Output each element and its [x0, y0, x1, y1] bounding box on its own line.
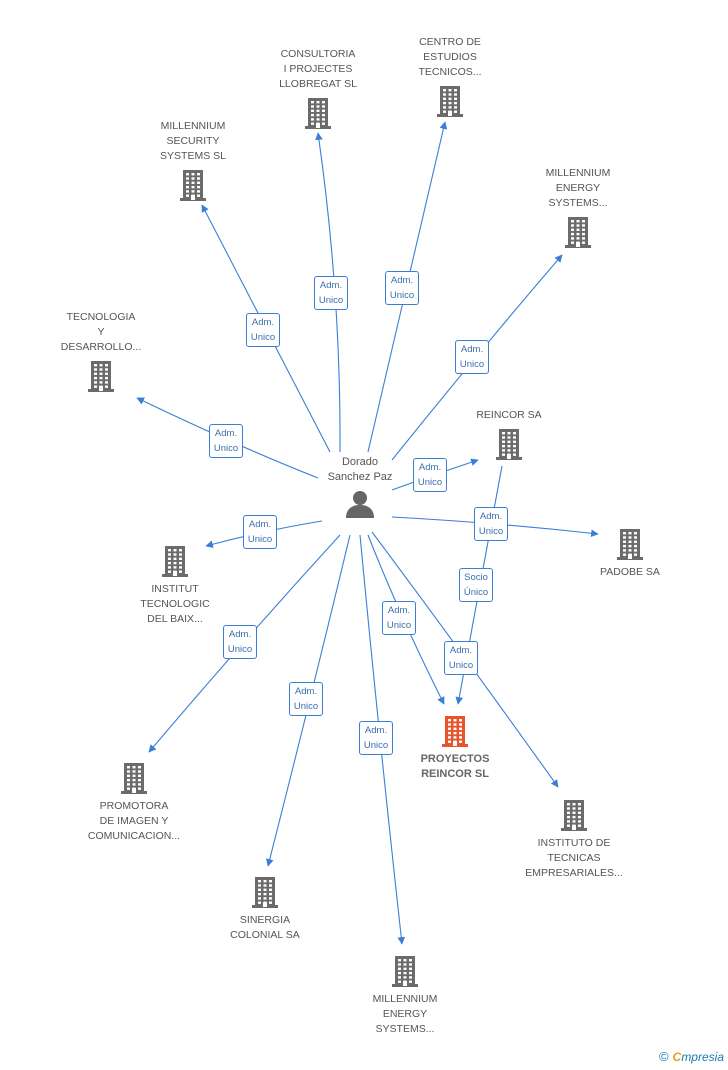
building-icon — [617, 529, 643, 560]
relation-label-proyectos[interactable]: Adm. Unico — [382, 601, 416, 635]
company-name: MILLENNIUM SECURITY SYSTEMS SL — [160, 120, 226, 162]
building-icon — [561, 800, 587, 831]
company-node-millennium-security[interactable]: MILLENNIUM SECURITY SYSTEMS SL — [128, 119, 258, 202]
company-node-sinergia[interactable]: SINERGIA COLONIAL SA — [200, 875, 330, 943]
copyright-icon: © — [659, 1049, 669, 1064]
relation-label-millennium-security[interactable]: Adm. Unico — [246, 313, 280, 347]
company-node-tecnologia[interactable]: TECNOLOGIA Y DESARROLLO... — [36, 310, 166, 393]
center-person-node[interactable]: Dorado Sanchez Paz — [300, 455, 420, 519]
relation-label-sinergia[interactable]: Adm. Unico — [289, 682, 323, 716]
company-name: SINERGIA COLONIAL SA — [230, 914, 300, 941]
relation-label-institut[interactable]: Adm. Unico — [243, 515, 277, 549]
company-name: INSTITUTO DE TECNICAS EMPRESARIALES... — [525, 837, 623, 879]
building-icon — [252, 877, 278, 908]
company-name: INSTITUT TECNOLOGIC DEL BAIX... — [140, 583, 210, 625]
company-node-consultoria[interactable]: CONSULTORIA I PROJECTES LLOBREGAT SL — [253, 47, 383, 130]
company-node-proyectos[interactable]: PROYECTOS REINCOR SL — [390, 714, 520, 782]
company-name: CENTRO DE ESTUDIOS TECNICOS... — [418, 36, 482, 78]
company-name: CONSULTORIA I PROJECTES LLOBREGAT SL — [279, 48, 357, 90]
company-name: PROMOTORA DE IMAGEN Y COMUNICACION... — [87, 800, 181, 842]
person-name: Dorado Sanchez Paz — [327, 456, 393, 483]
company-name: MILLENNIUM ENERGY SYSTEMS... — [372, 993, 438, 1035]
relation-label-promotora[interactable]: Adm. Unico — [223, 625, 257, 659]
relation-label-tecnologia[interactable]: Adm. Unico — [209, 424, 243, 458]
company-name: TECNOLOGIA Y DESARROLLO... — [60, 311, 142, 353]
company-node-institut[interactable]: INSTITUT TECNOLOGIC DEL BAIX... — [110, 544, 240, 627]
relation-label-millennium-energy-2[interactable]: Adm. Unico — [359, 721, 393, 755]
company-name: PROYECTOS REINCOR SL — [420, 753, 490, 780]
building-icon — [305, 98, 331, 129]
company-node-reincor[interactable]: REINCOR SA — [444, 408, 574, 461]
company-node-millennium-energy-1[interactable]: MILLENNIUM ENERGY SYSTEMS... — [513, 166, 643, 249]
company-node-promotora[interactable]: PROMOTORA DE IMAGEN Y COMUNICACION... — [69, 761, 199, 844]
company-name: PADOBE SA — [600, 566, 660, 578]
company-node-padobe[interactable]: PADOBE SA — [565, 527, 695, 580]
brand-initial: C — [672, 1050, 682, 1064]
building-icon — [121, 763, 147, 794]
brand-name: mpresia — [681, 1050, 724, 1064]
company-node-instituto[interactable]: INSTITUTO DE TECNICAS EMPRESARIALES... — [509, 798, 639, 881]
relation-label-consultoria[interactable]: Adm. Unico — [314, 276, 348, 310]
relation-label-centro[interactable]: Adm. Unico — [385, 271, 419, 305]
building-icon — [496, 429, 522, 460]
footer-brand: ©Cmpresia — [659, 1049, 724, 1064]
building-icon — [162, 546, 188, 577]
building-icon — [442, 716, 468, 747]
person-icon — [346, 491, 374, 518]
company-node-millennium-energy-2[interactable]: MILLENNIUM ENERGY SYSTEMS... — [340, 954, 470, 1037]
relation-label-instituto[interactable]: Adm. Unico — [444, 641, 478, 675]
company-name: REINCOR SA — [476, 409, 542, 421]
building-icon — [88, 361, 114, 392]
building-icon — [392, 956, 418, 987]
relation-label-millennium-energy-1[interactable]: Adm. Unico — [455, 340, 489, 374]
building-icon — [565, 217, 591, 248]
building-icon — [437, 86, 463, 117]
building-icon — [180, 170, 206, 201]
relation-label-proyectos[interactable]: Socio Único — [459, 568, 493, 602]
company-node-centro[interactable]: CENTRO DE ESTUDIOS TECNICOS... — [385, 35, 515, 118]
relation-label-reincor[interactable]: Adm. Unico — [413, 458, 447, 492]
company-name: MILLENNIUM ENERGY SYSTEMS... — [545, 167, 611, 209]
relation-label-padobe[interactable]: Adm. Unico — [474, 507, 508, 541]
